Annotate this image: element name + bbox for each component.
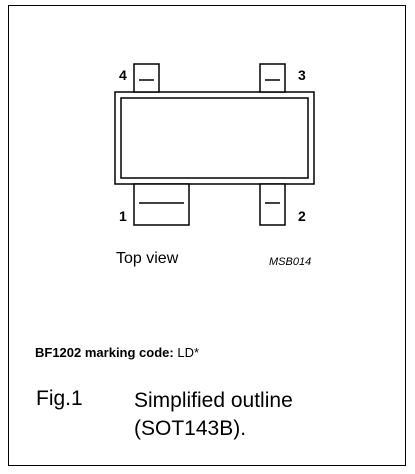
figure-title-line-1: Simplified outline xyxy=(134,389,293,412)
figure-title: Simplified outline (SOT143B). xyxy=(134,387,293,443)
pin-2-number: 2 xyxy=(298,208,306,224)
view-label: Top view xyxy=(116,250,179,267)
pin-4-number: 4 xyxy=(119,67,127,83)
pin-4-lead xyxy=(133,63,160,93)
package-body-outer xyxy=(114,91,315,185)
figure-title-line-2: (SOT143B). xyxy=(134,417,247,440)
drawing-code: MSB014 xyxy=(269,256,312,268)
figure-frame xyxy=(8,5,406,466)
marking-code-label: BF1202 marking code: xyxy=(35,345,174,360)
figure-number: Fig.1 xyxy=(36,387,83,410)
marking-code-line: BF1202 marking code: LD* xyxy=(35,345,199,360)
pin-1-number: 1 xyxy=(119,208,127,224)
pin-2-lead xyxy=(259,183,286,226)
pin-1-lead xyxy=(133,183,190,226)
package-body-inner xyxy=(120,97,309,179)
pin-3-number: 3 xyxy=(298,67,306,83)
pin-3-lead xyxy=(259,63,286,93)
marking-code-value: LD* xyxy=(177,345,200,360)
